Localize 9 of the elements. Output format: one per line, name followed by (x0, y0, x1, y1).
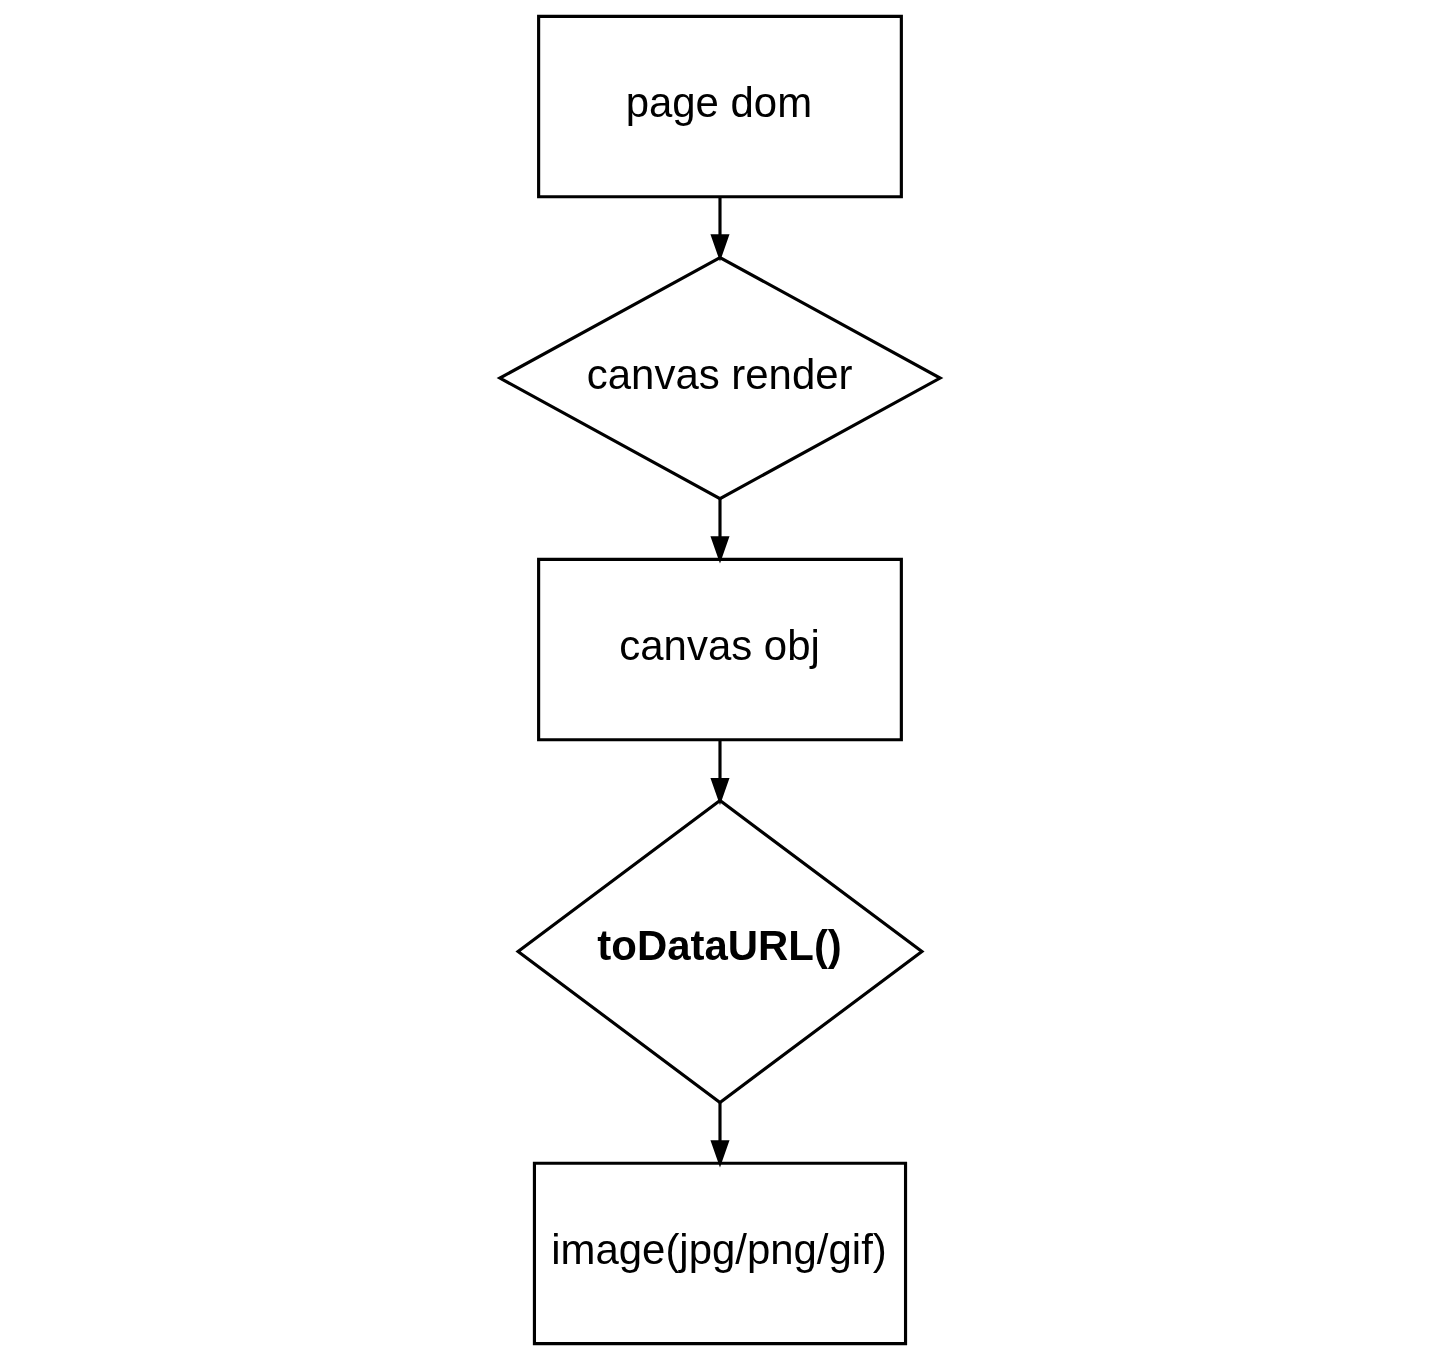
node-box: canvas obj (537, 557, 903, 742)
node-diamond: toDataURL() (515, 798, 925, 1105)
node-box: page dom (537, 14, 903, 199)
arrow (710, 1102, 730, 1168)
arrow (710, 196, 730, 262)
arrow (710, 499, 730, 564)
arrow (710, 740, 730, 806)
node-box: image(jpg/png/gif) (532, 1161, 908, 1346)
node-diamond: canvas render (496, 255, 944, 501)
